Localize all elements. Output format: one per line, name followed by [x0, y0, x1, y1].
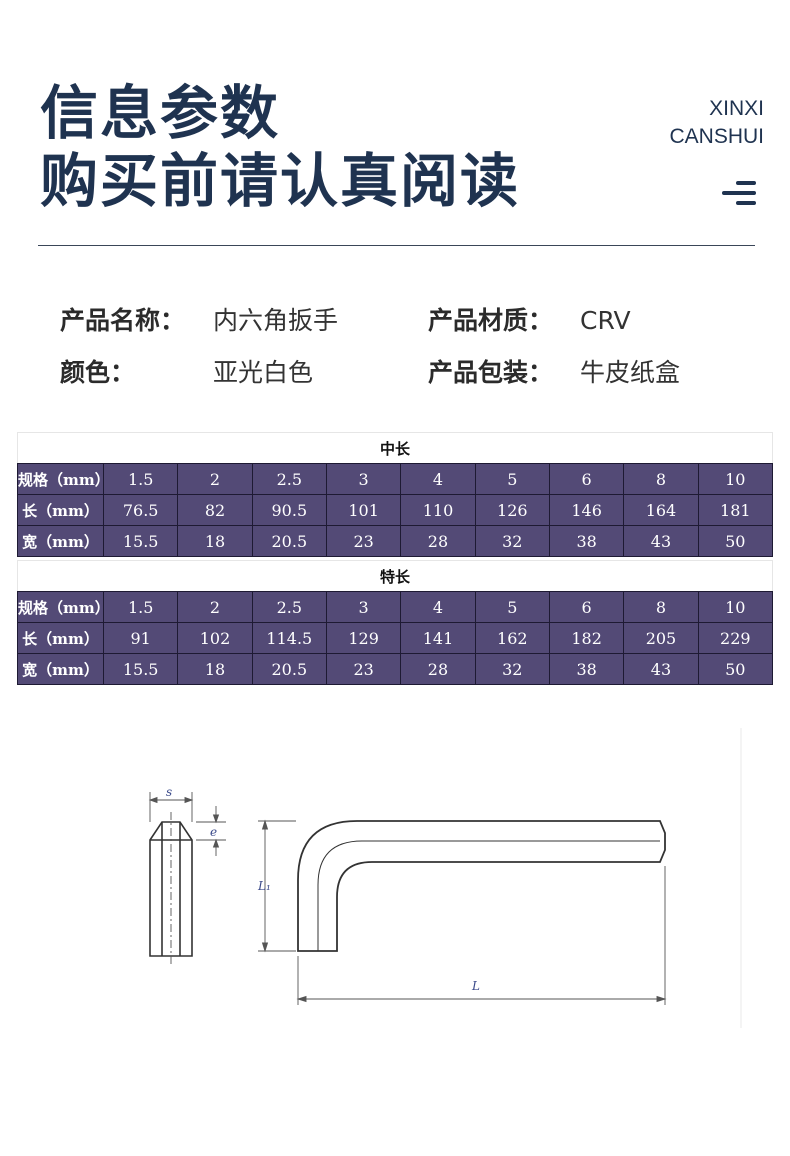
- table-cell: 32: [474, 653, 550, 685]
- table-cell: 3: [325, 591, 402, 623]
- english-subtitle-line1: XINXI: [709, 97, 764, 120]
- table-cell: 28: [400, 525, 476, 557]
- table-cell: 2: [177, 591, 253, 623]
- table-cell: 110: [400, 494, 476, 526]
- hex-key-dimension-diagram: s e L₁ L: [148, 728, 742, 1028]
- table-title: 特长: [17, 560, 773, 592]
- table-cell: 91: [102, 622, 179, 654]
- product-package-value: 牛皮纸盒: [580, 358, 681, 387]
- table-cell: 205: [623, 622, 699, 654]
- table-cell: 8: [623, 463, 699, 495]
- table-cell: 5: [474, 591, 550, 623]
- page-title-line1: 信息参数: [40, 79, 281, 147]
- table-cell: 90.5: [251, 494, 327, 526]
- table-cell: 10: [697, 591, 774, 623]
- table-cell: 5: [474, 463, 550, 495]
- table-cell: 50: [697, 525, 774, 557]
- row-label: 宽（mm）: [17, 525, 104, 557]
- table-cell: 129: [325, 622, 402, 654]
- dimension-lines-l1-l: [258, 819, 667, 1005]
- table-cell: 15.5: [102, 653, 179, 685]
- table-cell: 10: [697, 463, 774, 495]
- product-package-label: 产品包装：: [428, 358, 554, 387]
- table-cell: 141: [400, 622, 476, 654]
- table-cell: 182: [548, 622, 625, 654]
- table-cell: 6: [548, 463, 625, 495]
- table-cell: 2: [177, 463, 253, 495]
- table-cell: 6: [548, 591, 625, 623]
- table-cell: 2.5: [251, 591, 327, 623]
- table-cell: 82: [177, 494, 253, 526]
- table-cell: 162: [474, 622, 550, 654]
- row-label: 长（mm）: [17, 622, 104, 654]
- table-cell: 38: [548, 525, 625, 557]
- table-cell: 164: [623, 494, 699, 526]
- product-color-value: 亚光白色: [213, 358, 314, 387]
- header-divider: [38, 245, 755, 246]
- table-title: 中长: [17, 432, 773, 464]
- table-cell: 23: [325, 525, 402, 557]
- table-cell: 181: [697, 494, 774, 526]
- table-cell: 38: [548, 653, 625, 685]
- table-cell: 114.5: [251, 622, 327, 654]
- product-name-label: 产品名称：: [60, 306, 186, 335]
- table-cell: 146: [548, 494, 625, 526]
- table-cell: 23: [325, 653, 402, 685]
- table-cell: 101: [325, 494, 402, 526]
- table-cell: 28: [400, 653, 476, 685]
- table-cell: 229: [697, 622, 774, 654]
- dimension-label-l1: L₁: [257, 879, 271, 893]
- row-label: 规格（mm）: [17, 463, 110, 495]
- table-cell: 4: [400, 591, 476, 623]
- table-cell: 126: [474, 494, 550, 526]
- menu-lines-icon: [722, 180, 756, 206]
- dimension-label-e: e: [210, 825, 217, 839]
- table-cell: 32: [474, 525, 550, 557]
- row-label: 长（mm）: [17, 494, 104, 526]
- dimension-label-l: L: [471, 979, 480, 993]
- row-label: 宽（mm）: [17, 653, 104, 685]
- table-cell: 102: [177, 622, 253, 654]
- table-cell: 2.5: [251, 463, 327, 495]
- page-title-line2: 购买前请认真阅读: [40, 147, 521, 215]
- table-cell: 20.5: [251, 525, 327, 557]
- table-cell: 43: [623, 525, 699, 557]
- english-subtitle-line2: CANSHUI: [669, 125, 764, 148]
- product-name-value: 内六角扳手: [213, 306, 339, 335]
- dimension-label-s: s: [166, 785, 172, 799]
- product-material-label: 产品材质：: [428, 306, 554, 335]
- product-material-value: CRV: [580, 306, 631, 335]
- table-cell: 50: [697, 653, 774, 685]
- table-cell: 1.5: [102, 463, 179, 495]
- table-cell: 3: [325, 463, 402, 495]
- table-cell: 20.5: [251, 653, 327, 685]
- table-cell: 1.5: [102, 591, 179, 623]
- table-cell: 76.5: [102, 494, 179, 526]
- product-color-label: 颜色：: [60, 358, 136, 387]
- hex-key-side-view: [297, 820, 666, 952]
- table-cell: 8: [623, 591, 699, 623]
- dimension-lines-s-e: [148, 792, 226, 856]
- table-cell: 18: [177, 525, 253, 557]
- table-cell: 15.5: [102, 525, 179, 557]
- table-cell: 4: [400, 463, 476, 495]
- table-cell: 43: [623, 653, 699, 685]
- table-cell: 18: [177, 653, 253, 685]
- row-label: 规格（mm）: [17, 591, 110, 623]
